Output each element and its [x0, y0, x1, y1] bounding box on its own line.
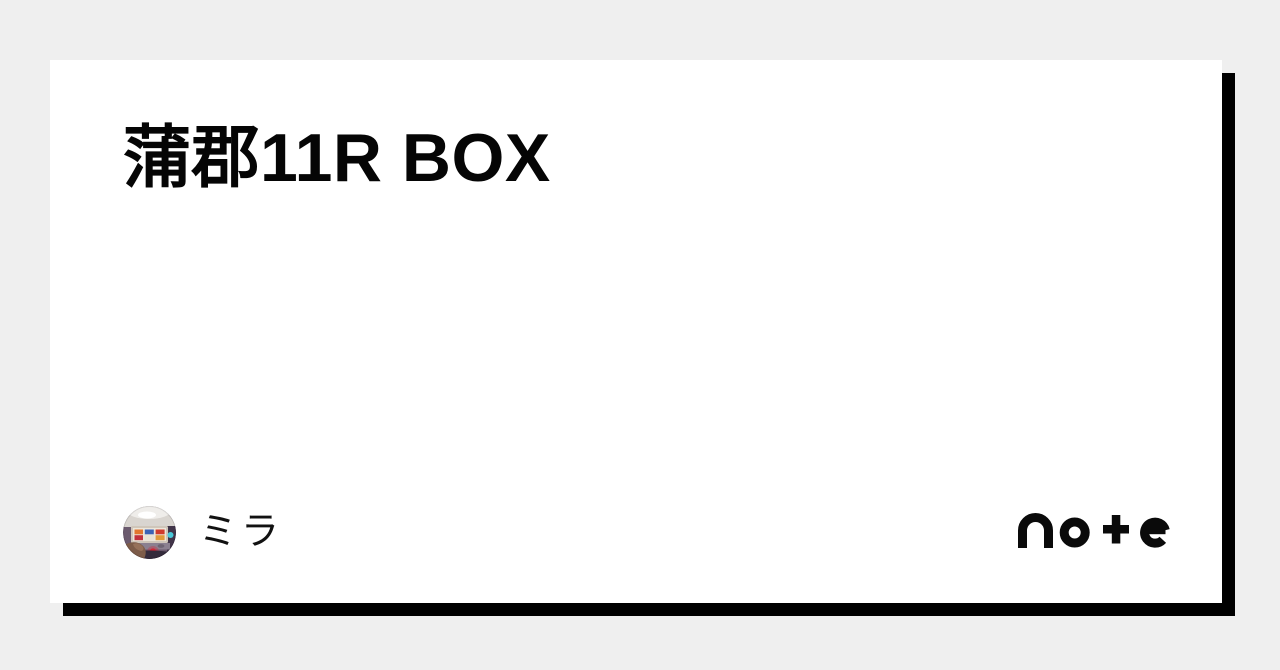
- author: ミラ: [123, 506, 283, 559]
- note-share-card: 蒲郡11R BOX: [50, 60, 1222, 603]
- note-logo: [1018, 512, 1170, 548]
- avatar: [123, 506, 176, 559]
- author-name: ミラ: [199, 511, 284, 553]
- page-title: 蒲郡11R BOX: [123, 120, 551, 196]
